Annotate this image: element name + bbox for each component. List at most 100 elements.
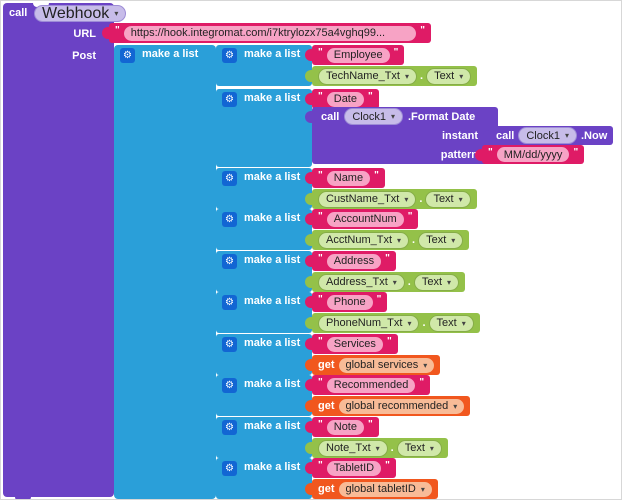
property-dropdown[interactable]: Text: [426, 67, 472, 85]
text-block[interactable]: Phone: [304, 292, 388, 312]
text-block[interactable]: Note: [305, 417, 379, 437]
make-a-list-block[interactable]: make a list: [216, 334, 312, 375]
property-dropdown[interactable]: Text: [425, 190, 471, 208]
variable-dropdown[interactable]: global services: [338, 357, 435, 373]
make-a-list-label: make a list: [244, 92, 301, 104]
close-quote: [420, 26, 425, 36]
string-value[interactable]: Employee: [326, 47, 390, 63]
make-a-list-block[interactable]: make a list: [216, 251, 312, 292]
make-a-list-label: make a list: [244, 254, 301, 266]
string-value[interactable]: Note: [326, 419, 364, 435]
gear-icon[interactable]: [222, 378, 237, 393]
clock-component-dropdown[interactable]: Clock1: [518, 127, 577, 144]
make-a-list-label: make a list: [244, 295, 301, 307]
open-quote: [318, 378, 323, 388]
component-property-block[interactable]: Address_Txt . Text: [304, 272, 466, 292]
text-block[interactable]: AccountNum: [304, 209, 419, 229]
make-a-list-block[interactable]: make a list: [216, 375, 312, 416]
clock-now-block[interactable]: call Clock1 .Now: [482, 126, 614, 145]
string-value[interactable]: AccountNum: [326, 211, 404, 227]
property-dropdown[interactable]: Text: [418, 231, 464, 249]
text-block[interactable]: Employee: [304, 45, 405, 65]
webhook-component-dropdown[interactable]: Webhook: [34, 5, 127, 22]
clock-component-dropdown[interactable]: Clock1: [344, 108, 403, 125]
string-value[interactable]: Name: [326, 170, 371, 186]
gear-icon[interactable]: [222, 337, 237, 352]
gear-icon[interactable]: [120, 48, 135, 63]
gear-icon[interactable]: [222, 420, 237, 435]
url-text-block[interactable]: https://hook.integromat.com/i7ktrylozx75…: [102, 23, 431, 43]
get-variable-block[interactable]: get global services: [304, 355, 441, 375]
component-property-block[interactable]: CustName_Txt . Text: [305, 189, 477, 209]
now-method-label: .Now: [581, 129, 608, 142]
component-dropdown[interactable]: TechName_Txt: [318, 67, 417, 85]
open-quote: [318, 337, 323, 347]
pattern-param-label: pattern: [440, 148, 478, 161]
text-block[interactable]: Name: [305, 168, 385, 188]
text-block[interactable]: Date: [305, 89, 379, 109]
text-block[interactable]: Address: [305, 251, 396, 271]
property-dropdown[interactable]: Text: [428, 314, 474, 332]
outer-make-a-list-block[interactable]: make a list: [114, 45, 216, 499]
component-property-block[interactable]: TechName_Txt . Text: [304, 66, 478, 86]
string-value[interactable]: Date: [326, 91, 364, 107]
gear-icon[interactable]: [222, 92, 237, 107]
next-connector-bump: [15, 497, 31, 499]
string-value[interactable]: TabletID: [326, 460, 382, 476]
property-dropdown[interactable]: Text: [396, 439, 442, 457]
close-quote: [419, 378, 424, 388]
dot-separator: .: [420, 70, 424, 82]
gear-icon[interactable]: [222, 461, 237, 476]
make-a-list-label: make a list: [244, 378, 301, 390]
clock-format-date-block[interactable]: call Clock1 .Format Date instant pattern: [305, 107, 498, 164]
text-block[interactable]: Services: [305, 334, 398, 354]
make-a-list-block[interactable]: make a list: [216, 209, 312, 250]
text-block[interactable]: TabletID: [305, 458, 396, 478]
call-webhook-block[interactable]: [3, 3, 114, 497]
make-a-list-block[interactable]: make a list: [216, 45, 312, 86]
component-dropdown[interactable]: Address_Txt: [318, 273, 405, 291]
get-variable-block[interactable]: get global tabletID: [305, 479, 438, 499]
gear-icon[interactable]: [222, 254, 237, 269]
open-quote: [318, 92, 323, 102]
make-a-list-block[interactable]: make a list: [216, 168, 312, 209]
make-a-list-label: make a list: [244, 461, 301, 473]
gear-icon[interactable]: [222, 295, 237, 310]
dot-separator: .: [412, 234, 416, 246]
make-a-list-block[interactable]: make a list: [216, 89, 312, 167]
component-dropdown[interactable]: AcctNum_Txt: [318, 231, 410, 249]
component-property-block[interactable]: Note_Txt . Text: [305, 438, 448, 458]
pattern-text-block[interactable]: MM/dd/yyyy: [474, 145, 585, 164]
gear-icon[interactable]: [222, 212, 237, 227]
open-quote: [318, 420, 323, 430]
close-quote: [408, 212, 413, 222]
get-variable-block[interactable]: get global recommended: [304, 396, 471, 416]
close-quote: [394, 48, 399, 58]
make-a-list-block[interactable]: make a list: [216, 292, 312, 333]
string-value[interactable]: MM/dd/yyyy: [496, 147, 570, 162]
component-dropdown[interactable]: Note_Txt: [318, 439, 388, 457]
component-property-block[interactable]: AcctNum_Txt . Text: [304, 230, 470, 250]
string-value[interactable]: Services: [326, 336, 383, 352]
get-label: get: [318, 359, 335, 371]
make-a-list-block[interactable]: make a list: [216, 417, 312, 458]
variable-dropdown[interactable]: global tabletID: [338, 481, 432, 497]
component-dropdown[interactable]: PhoneNum_Txt: [318, 314, 420, 332]
text-block[interactable]: Recommended: [304, 375, 431, 395]
make-a-list-label: make a list: [244, 212, 301, 224]
open-quote: [115, 26, 120, 36]
gear-icon[interactable]: [222, 48, 237, 63]
property-dropdown[interactable]: Text: [413, 273, 460, 291]
component-property-block[interactable]: PhoneNum_Txt . Text: [305, 313, 480, 333]
string-value[interactable]: Recommended: [326, 377, 416, 393]
make-a-list-block[interactable]: make a list: [216, 458, 312, 499]
variable-dropdown[interactable]: global recommended: [338, 398, 465, 414]
get-label: get: [318, 483, 335, 495]
component-dropdown[interactable]: CustName_Txt: [318, 190, 417, 208]
dot-separator: .: [422, 317, 426, 329]
string-value[interactable]: Address: [326, 253, 382, 269]
url-string-value[interactable]: https://hook.integromat.com/i7ktrylozx75…: [123, 25, 417, 41]
gear-icon[interactable]: [222, 171, 237, 186]
string-value[interactable]: Phone: [326, 294, 373, 310]
